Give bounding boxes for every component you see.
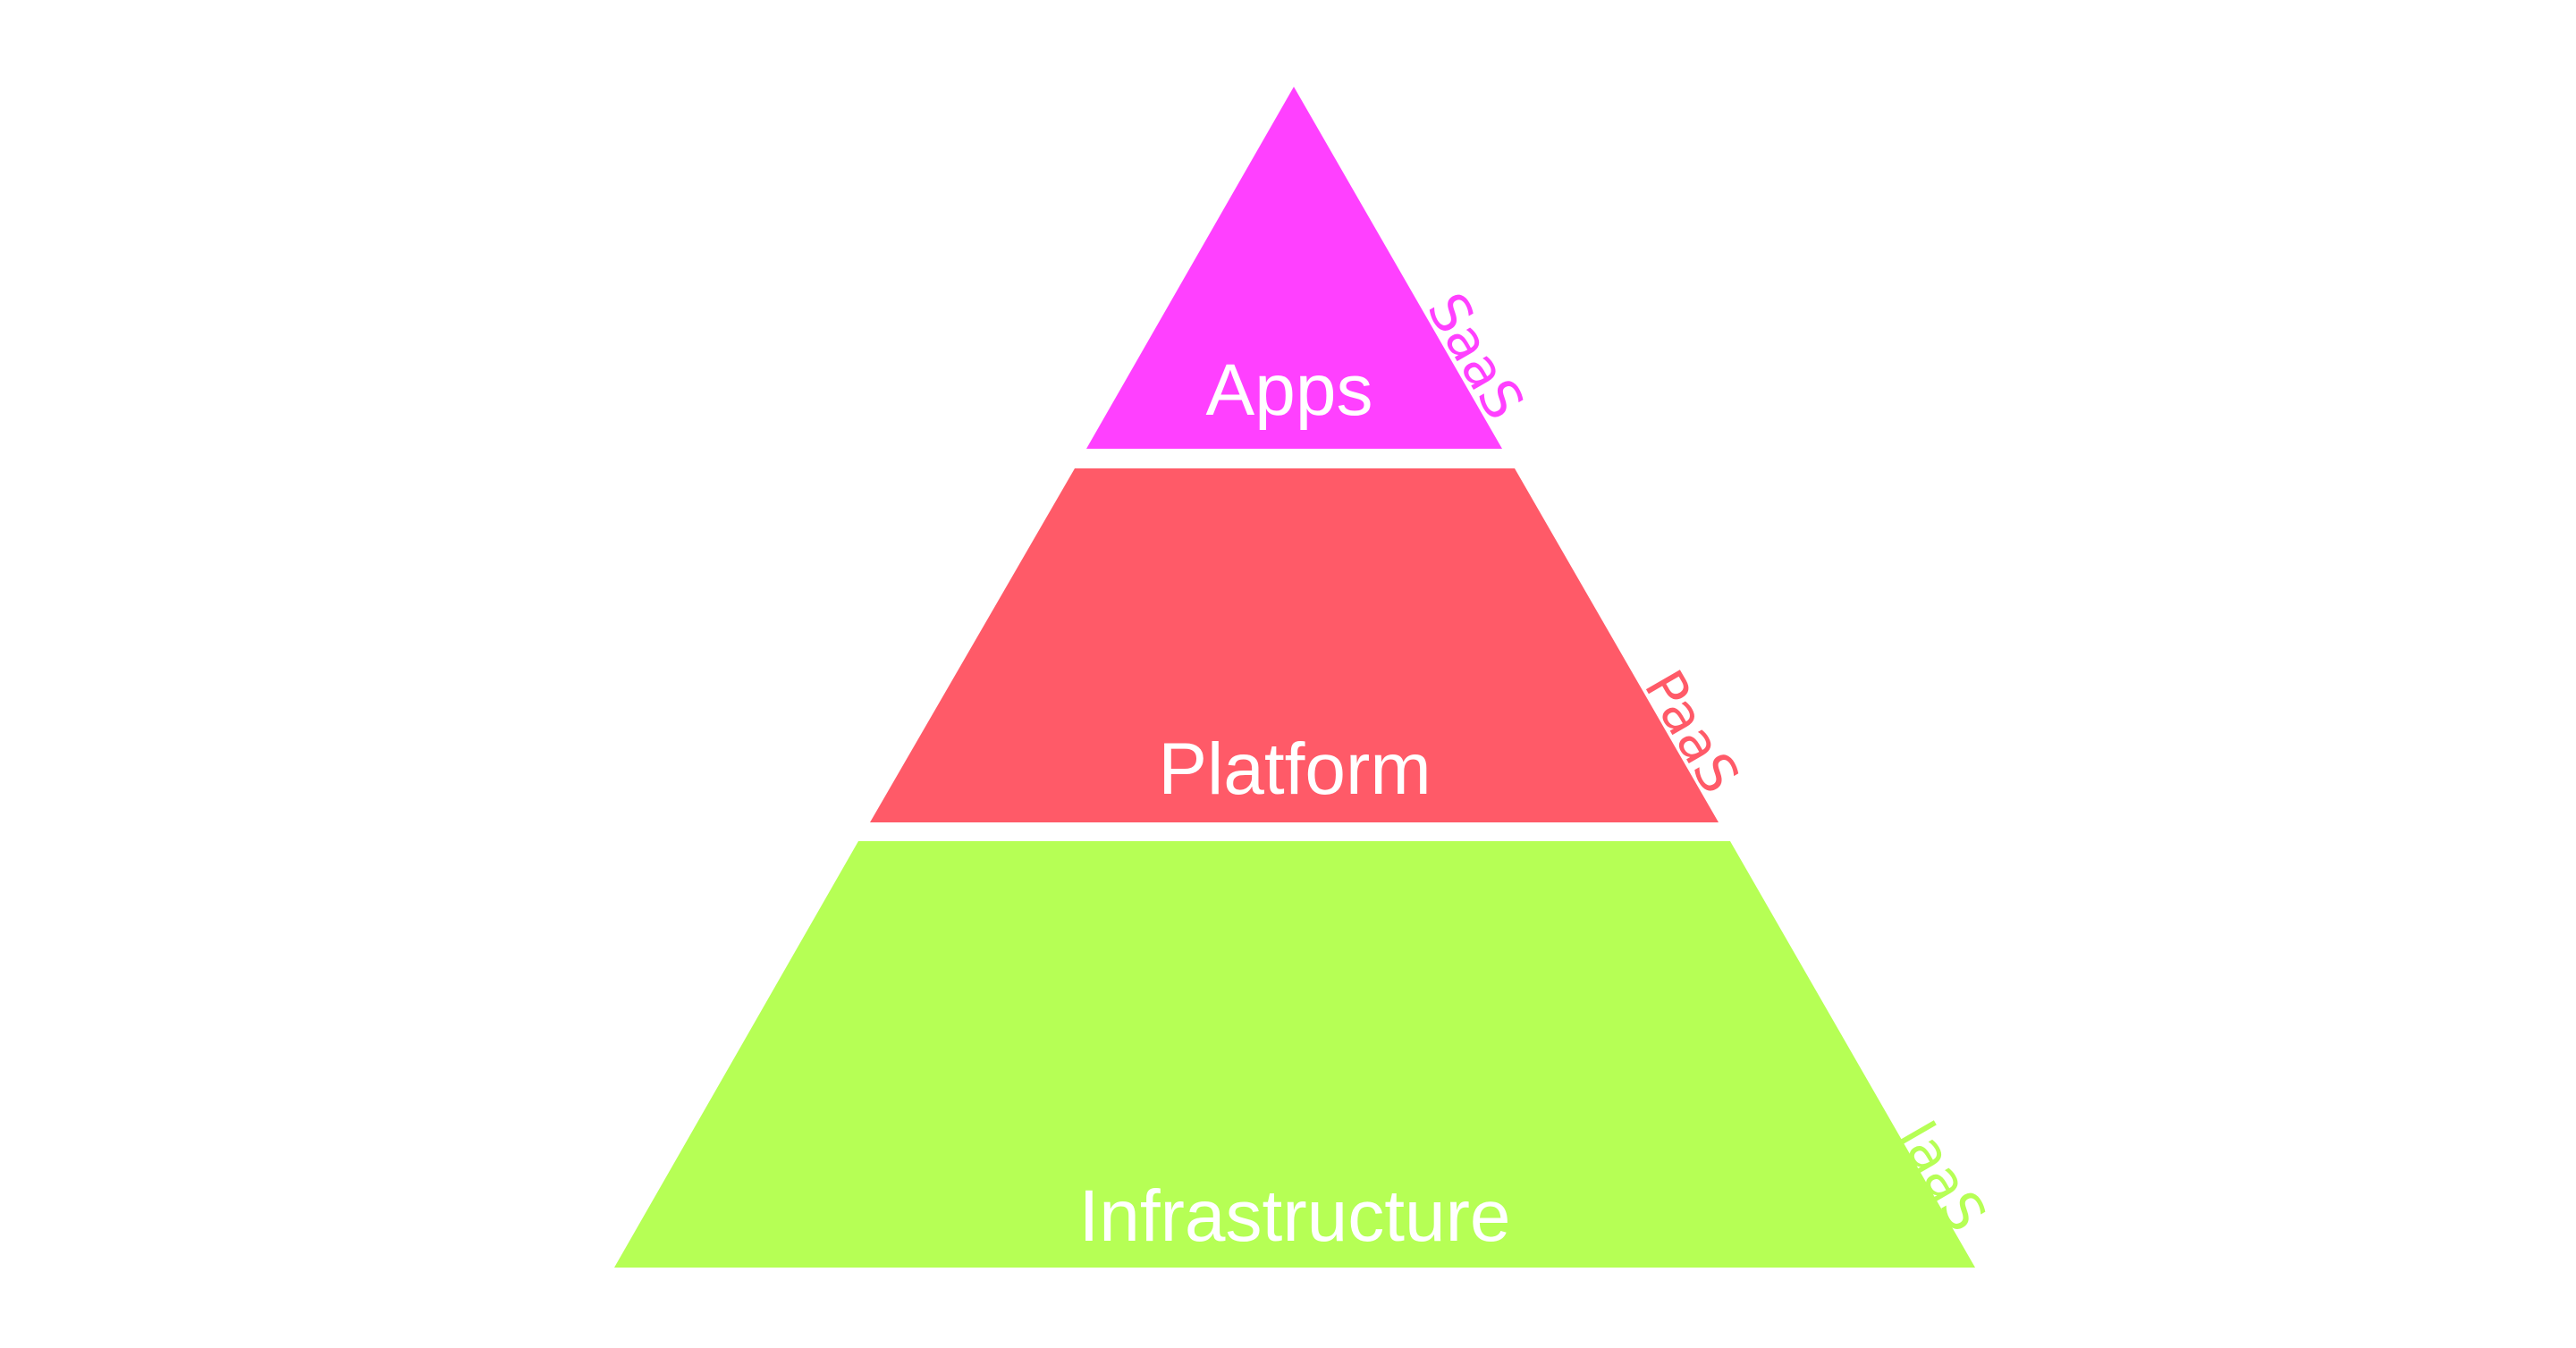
tier-apps: Apps SaaS [1086, 87, 1535, 449]
tier-platform-label: Platform [1158, 729, 1431, 810]
tier-apps-shape [1086, 87, 1502, 449]
tier-infrastructure-shape [614, 841, 1975, 1268]
tier-platform: Platform PaaS [870, 468, 1751, 822]
tier-infrastructure-label: Infrastructure [1078, 1175, 1510, 1257]
tier-apps-label: Apps [1206, 350, 1373, 431]
tier-infrastructure: Infrastructure IaaS [614, 841, 1997, 1268]
tier-platform-shape [870, 468, 1719, 822]
